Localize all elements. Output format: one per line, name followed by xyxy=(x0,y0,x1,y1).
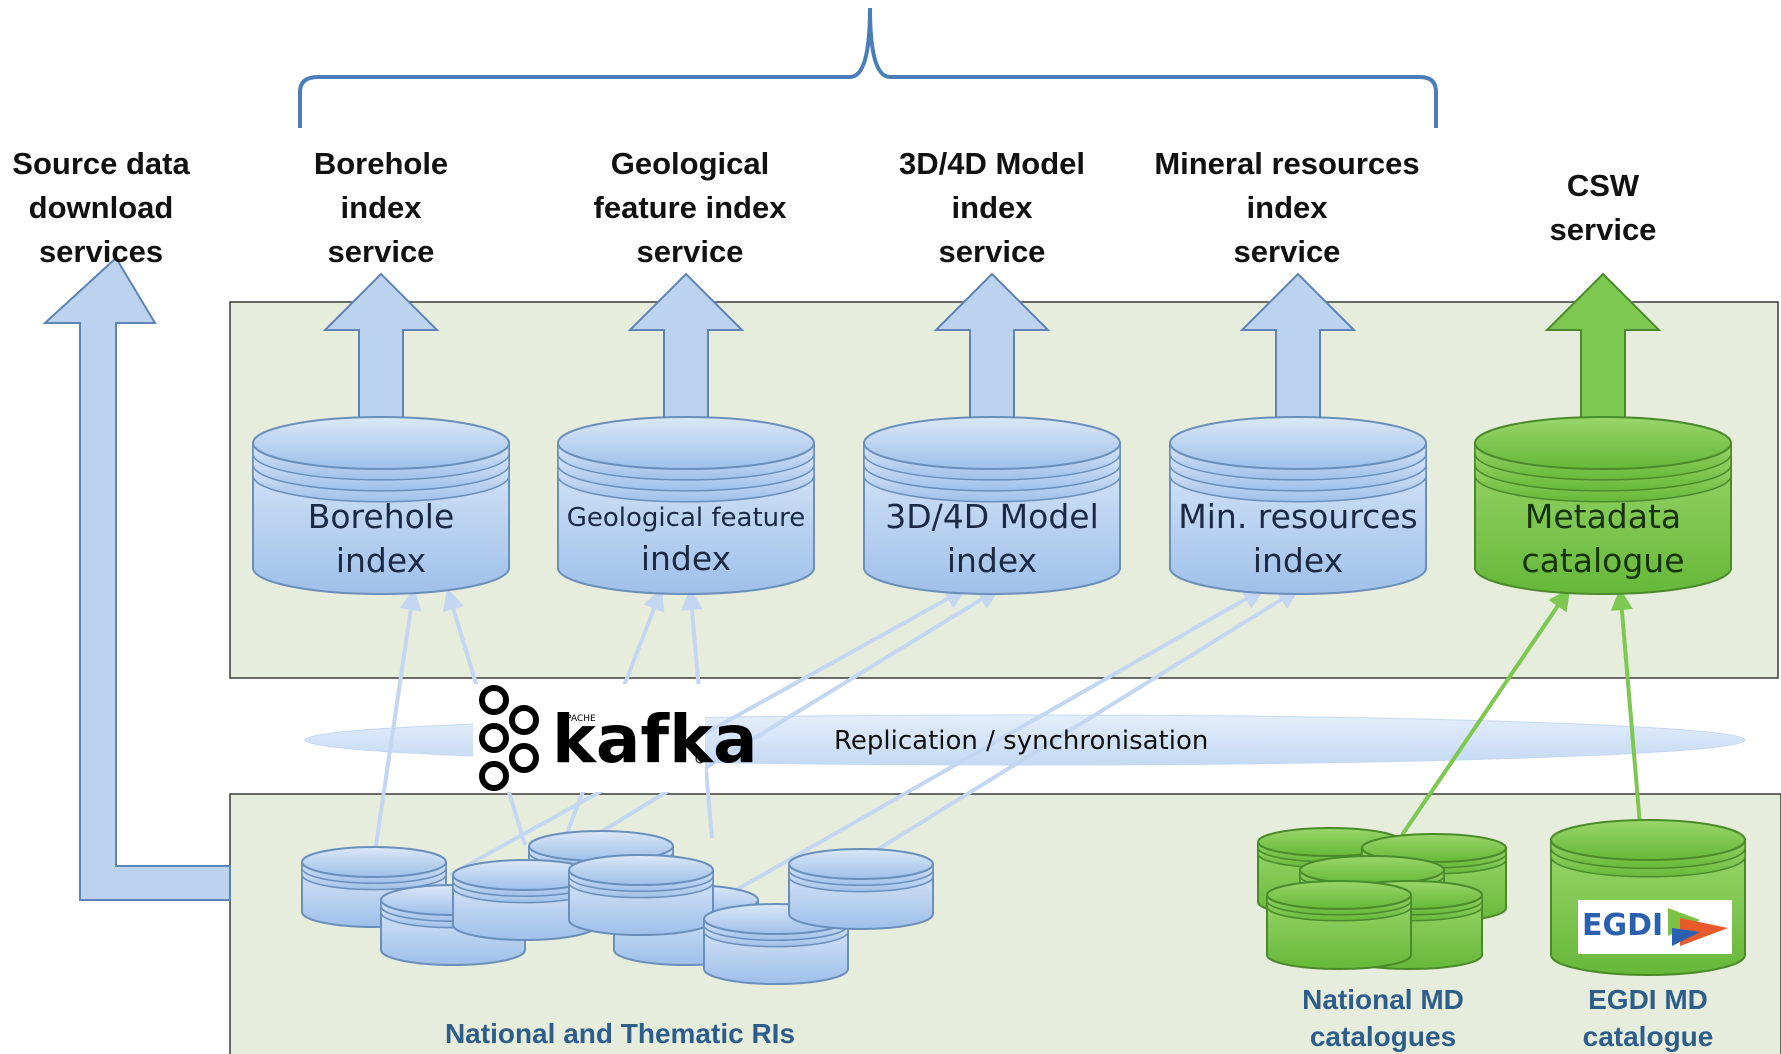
borehole-index-line2: index xyxy=(336,541,426,580)
mineral-service-line2: index xyxy=(1247,190,1329,225)
model-index-line1: 3D/4D Model xyxy=(885,497,1099,536)
geological-service-line3: service xyxy=(637,234,744,269)
geological-index-db xyxy=(557,416,815,595)
geological-service-line1: Geological xyxy=(611,146,769,181)
kafka-logo: APACHE kafka xyxy=(473,684,758,792)
top-brace xyxy=(298,7,1438,128)
source-label-line3: services xyxy=(39,234,163,269)
mineral-index-line2: index xyxy=(1253,541,1343,580)
model-service-line2: index xyxy=(952,190,1034,225)
egdi-md-link-arrow xyxy=(1610,587,1642,826)
borehole-service-line1: Borehole xyxy=(314,146,448,181)
geological-service-line2: feature index xyxy=(594,190,788,225)
egdi-logo-text: EGDI xyxy=(1582,908,1663,943)
replication-label: Replication / synchronisation xyxy=(834,726,1208,756)
metadata-index-db xyxy=(1474,416,1732,595)
mineral-service-line1: Mineral resources xyxy=(1154,146,1419,181)
borehole-index-line1: Borehole xyxy=(308,497,455,536)
egdi-md-line1: EGDI MD xyxy=(1588,984,1708,1015)
service-label-csw: CSW service xyxy=(1550,168,1657,247)
national-md-catalogue-db xyxy=(1266,880,1412,970)
ri-link-arrow xyxy=(373,587,422,853)
source-db xyxy=(788,848,934,930)
metadata-index-line1: Metadata xyxy=(1525,497,1681,536)
source-label-line1: Source data xyxy=(12,146,190,181)
kafka-word-text: kafka xyxy=(552,701,758,778)
csw-service-line2: service xyxy=(1550,212,1657,247)
service-label-geological: Geological feature index service xyxy=(594,146,788,269)
source-label-line2: download xyxy=(29,190,174,225)
source-db xyxy=(568,854,714,936)
service-label-model: 3D/4D Model index service xyxy=(899,146,1085,269)
service-label-source: Source data download services xyxy=(12,146,190,269)
model-service-line1: 3D/4D Model xyxy=(899,146,1085,181)
service-label-mineral: Mineral resources index service xyxy=(1154,146,1419,269)
geological-index-line2: index xyxy=(641,539,731,578)
borehole-service-line3: service xyxy=(328,234,435,269)
source-db xyxy=(452,859,598,941)
national-ris-label: National and Thematic RIs xyxy=(445,1018,795,1049)
mineral-index-db xyxy=(1169,416,1427,595)
borehole-service-line2: index xyxy=(341,190,423,225)
national-md-link-arrow xyxy=(1400,586,1572,837)
model-service-line3: service xyxy=(939,234,1046,269)
service-label-borehole: Borehole index service xyxy=(314,146,448,269)
borehole-index-db xyxy=(252,416,510,595)
source-db xyxy=(301,846,447,928)
mineral-index-line1: Min. resources xyxy=(1178,497,1417,536)
source-data-arrow xyxy=(42,256,231,901)
mineral-service-line3: service xyxy=(1234,234,1341,269)
kafka-apache-text: APACHE xyxy=(560,714,596,724)
national-md-line1: National MD xyxy=(1302,984,1464,1015)
csw-service-line1: CSW xyxy=(1567,168,1640,203)
model-index-line2: index xyxy=(947,541,1037,580)
egdi-md-line2: catalogue xyxy=(1583,1021,1714,1052)
geological-index-line1: Geological feature xyxy=(567,503,806,533)
model-index-db xyxy=(863,416,1121,595)
national-md-line2: catalogues xyxy=(1310,1021,1456,1052)
metadata-index-line2: catalogue xyxy=(1521,541,1684,580)
source-db xyxy=(703,903,849,985)
egdi-logo: EGDI xyxy=(1578,900,1732,954)
